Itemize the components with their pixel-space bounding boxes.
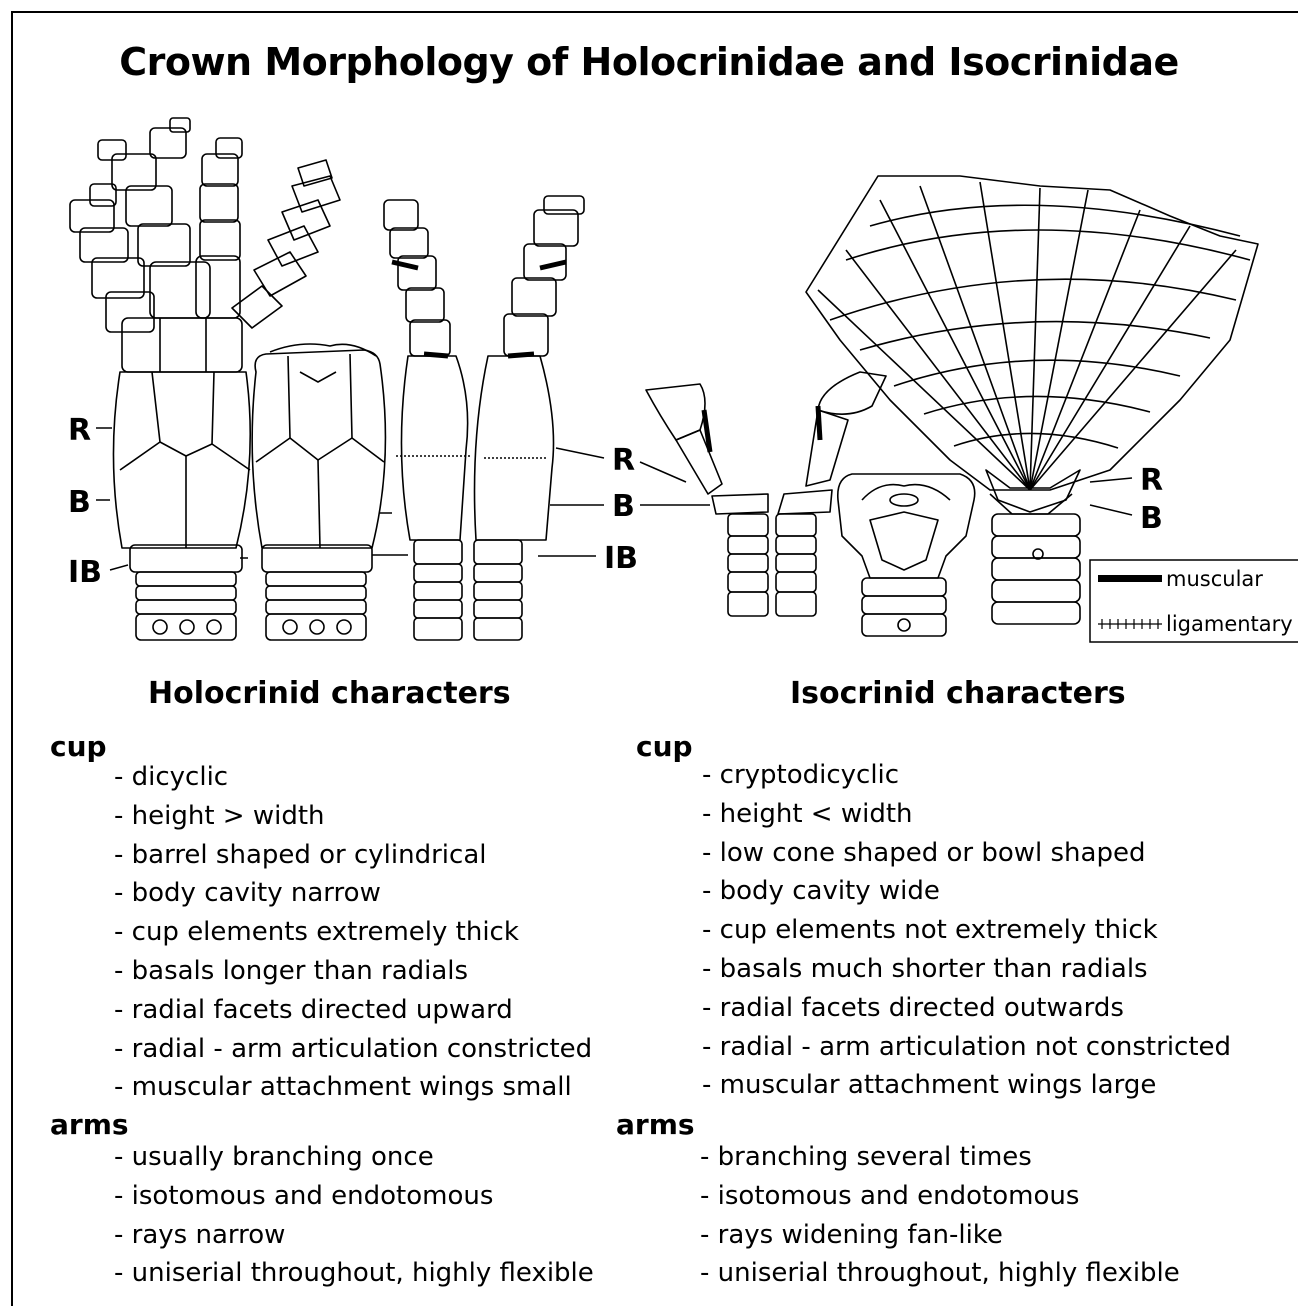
holocrinid-arms-heading: arms [50, 1108, 129, 1141]
list-item: - low cone shaped or bowl shaped [702, 834, 1231, 873]
list-item: - isotomous and endotomous [700, 1177, 1180, 1216]
list-item: - muscular attachment wings small [114, 1068, 592, 1107]
label-IB-left: IB [68, 555, 102, 590]
list-item: - uniserial throughout, highly flexible [700, 1254, 1180, 1293]
legend-ligamentary-label: ligamentary [1166, 612, 1293, 636]
list-item: - cup elements not extremely thick [702, 911, 1231, 950]
label-B-left: B [68, 485, 91, 520]
holocrinid-crown-1 [70, 118, 340, 640]
holocrinid-cup-list: - dicyclic - height > width - barrel sha… [114, 758, 592, 1107]
holocrinid-crown-2 [252, 344, 385, 640]
isocrinid-cup-list: - cryptodicyclic - height < width - low … [702, 756, 1231, 1105]
list-item: - uniserial throughout, highly flexible [114, 1254, 594, 1293]
list-item: - radial facets directed outwards [702, 989, 1231, 1028]
isocrinid-fan-crown [806, 176, 1258, 624]
list-item: - cryptodicyclic [702, 756, 1231, 795]
list-item: - cup elements extremely thick [114, 913, 592, 952]
list-item: - body cavity narrow [114, 874, 592, 913]
legend: muscular ligamentary [1090, 560, 1298, 642]
list-item: - rays widening fan-like [700, 1216, 1180, 1255]
list-item: - usually branching once [114, 1138, 594, 1177]
label-IB-mid: IB [604, 541, 638, 576]
crown-illustrations: R B IB R B IB R B muscular ligamentary [0, 0, 1298, 660]
legend-muscular-label: muscular [1166, 567, 1263, 591]
list-item: - rays narrow [114, 1216, 594, 1255]
list-item: - radial - arm articulation constricted [114, 1030, 592, 1069]
list-item: - barrel shaped or cylindrical [114, 836, 592, 875]
legend-muscular-swatch [1098, 575, 1162, 582]
label-R-right: R [1140, 463, 1163, 498]
holocrinid-arms-list: - usually branching once - isotomous and… [114, 1138, 594, 1293]
list-item: - branching several times [700, 1138, 1180, 1177]
holocrinid-cup-heading: cup [50, 730, 107, 763]
list-item: - basals much shorter than radials [702, 950, 1231, 989]
holocrinid-heading: Holocrinid characters [148, 676, 511, 711]
isocrinid-heading: Isocrinid characters [790, 676, 1126, 711]
list-item: - body cavity wide [702, 872, 1231, 911]
isocrinid-arms-heading: arms [616, 1108, 695, 1141]
list-item: - dicyclic [114, 758, 592, 797]
list-item: - basals longer than radials [114, 952, 592, 991]
isocrinid-articulation-pair [646, 372, 886, 616]
label-R-mid: R [612, 443, 635, 478]
list-item: - height < width [702, 795, 1231, 834]
list-item: - height > width [114, 797, 592, 836]
label-R-left: R [68, 413, 91, 448]
list-item: - radial - arm articulation not constric… [702, 1028, 1231, 1067]
list-item: - isotomous and endotomous [114, 1177, 594, 1216]
list-item: - radial facets directed upward [114, 991, 592, 1030]
label-B-right: B [1140, 501, 1163, 536]
label-B-mid: B [612, 489, 635, 524]
isocrinid-cup-heading: cup [636, 730, 693, 763]
isocrinid-arms-list: - branching several times - isotomous an… [700, 1138, 1180, 1293]
isocrinid-cup [838, 474, 975, 636]
list-item: - muscular attachment wings large [702, 1066, 1231, 1105]
